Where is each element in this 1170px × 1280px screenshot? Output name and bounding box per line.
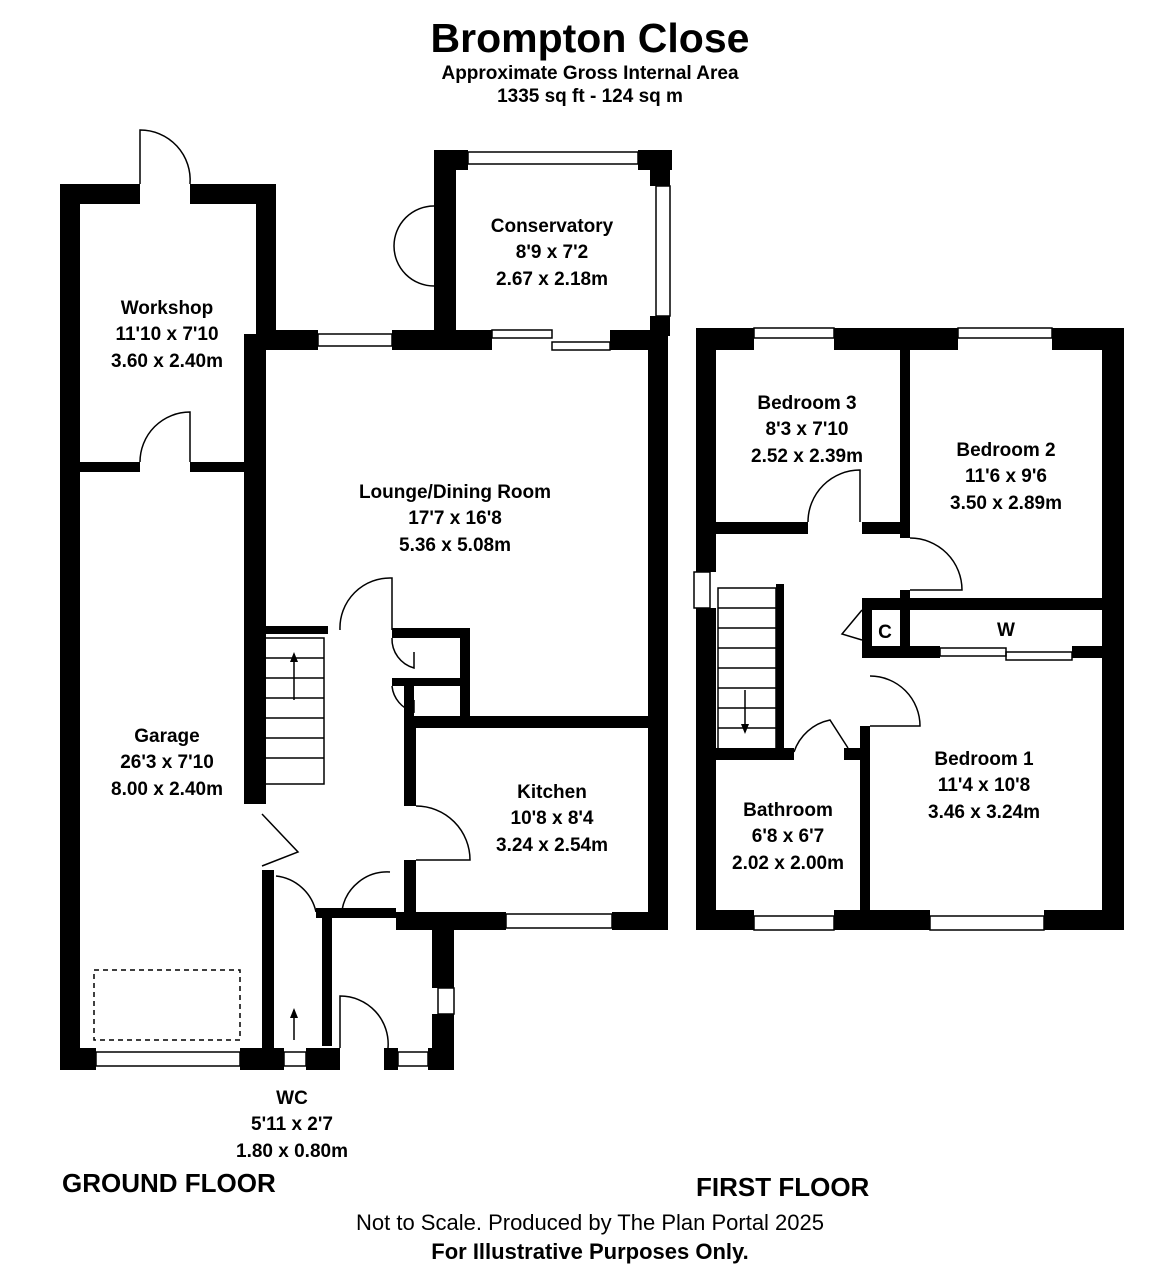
plan-header: Brompton Close Approximate Gross Interna… [0,14,1170,108]
bathroom-imperial: 6'8 x 6'7 [752,826,824,847]
garage-name: Garage [134,726,199,747]
conservatory-imperial: 8'9 x 7'2 [516,242,588,263]
first-floor-room-labels: Bedroom 3 8'3 x 7'10 2.52 x 2.39m Bedroo… [732,393,1062,874]
bedroom1-imperial: 11'4 x 10'8 [938,775,1031,796]
bedroom1-metric: 3.46 x 3.24m [928,802,1040,823]
bedroom2-metric: 3.50 x 2.89m [950,493,1062,514]
footer-note: Not to Scale. Produced by The Plan Porta… [356,1210,824,1235]
bathroom-metric: 2.02 x 2.00m [732,853,844,874]
area-value: 1335 sq ft - 124 sq m [497,86,683,107]
workshop-name: Workshop [121,298,214,319]
garage-imperial: 26'3 x 7'10 [120,752,214,773]
wardrobe-label: W [997,620,1015,641]
wc-metric: 1.80 x 0.80m [236,1141,348,1162]
wc-name: WC [276,1088,308,1109]
bathroom-name: Bathroom [743,800,833,821]
cupboard-label: C [878,622,892,643]
bedroom3-imperial: 8'3 x 7'10 [766,419,849,440]
lounge-metric: 5.36 x 5.08m [399,535,511,556]
property-title: Brompton Close [430,15,750,61]
first-floor-windows-doors [693,327,1073,931]
first-floor-walls [696,328,1124,930]
bedroom2-imperial: 11'6 x 9'6 [965,466,1047,487]
footer-disclaimer: For Illustrative Purposes Only. [431,1239,749,1264]
bedroom3-metric: 2.52 x 2.39m [751,446,863,467]
garage-metric: 8.00 x 2.40m [111,779,223,800]
area-caption: Approximate Gross Internal Area [441,63,739,84]
conservatory-metric: 2.67 x 2.18m [496,269,608,290]
wc-imperial: 5'11 x 2'7 [251,1114,333,1135]
kitchen-imperial: 10'8 x 8'4 [511,808,594,829]
bedroom1-name: Bedroom 1 [934,749,1034,770]
workshop-metric: 3.60 x 2.40m [111,351,223,372]
bedroom3-name: Bedroom 3 [757,393,856,414]
kitchen-name: Kitchen [517,782,587,803]
ground-floor-label: GROUND FLOOR [62,1168,276,1198]
workshop-imperial: 11'10 x 7'10 [115,324,218,345]
conservatory-name: Conservatory [491,216,614,237]
lounge-name: Lounge/Dining Room [359,482,551,503]
ground-floor-room-labels: Workshop 11'10 x 7'10 3.60 x 2.40m Conse… [111,216,614,1162]
bedroom2-name: Bedroom 2 [956,440,1055,461]
kitchen-metric: 3.24 x 2.54m [496,835,608,856]
first-floor-label: FIRST FLOOR [696,1172,870,1202]
ground-floor-walls [60,150,672,1070]
lounge-imperial: 17'7 x 16'8 [408,508,502,529]
